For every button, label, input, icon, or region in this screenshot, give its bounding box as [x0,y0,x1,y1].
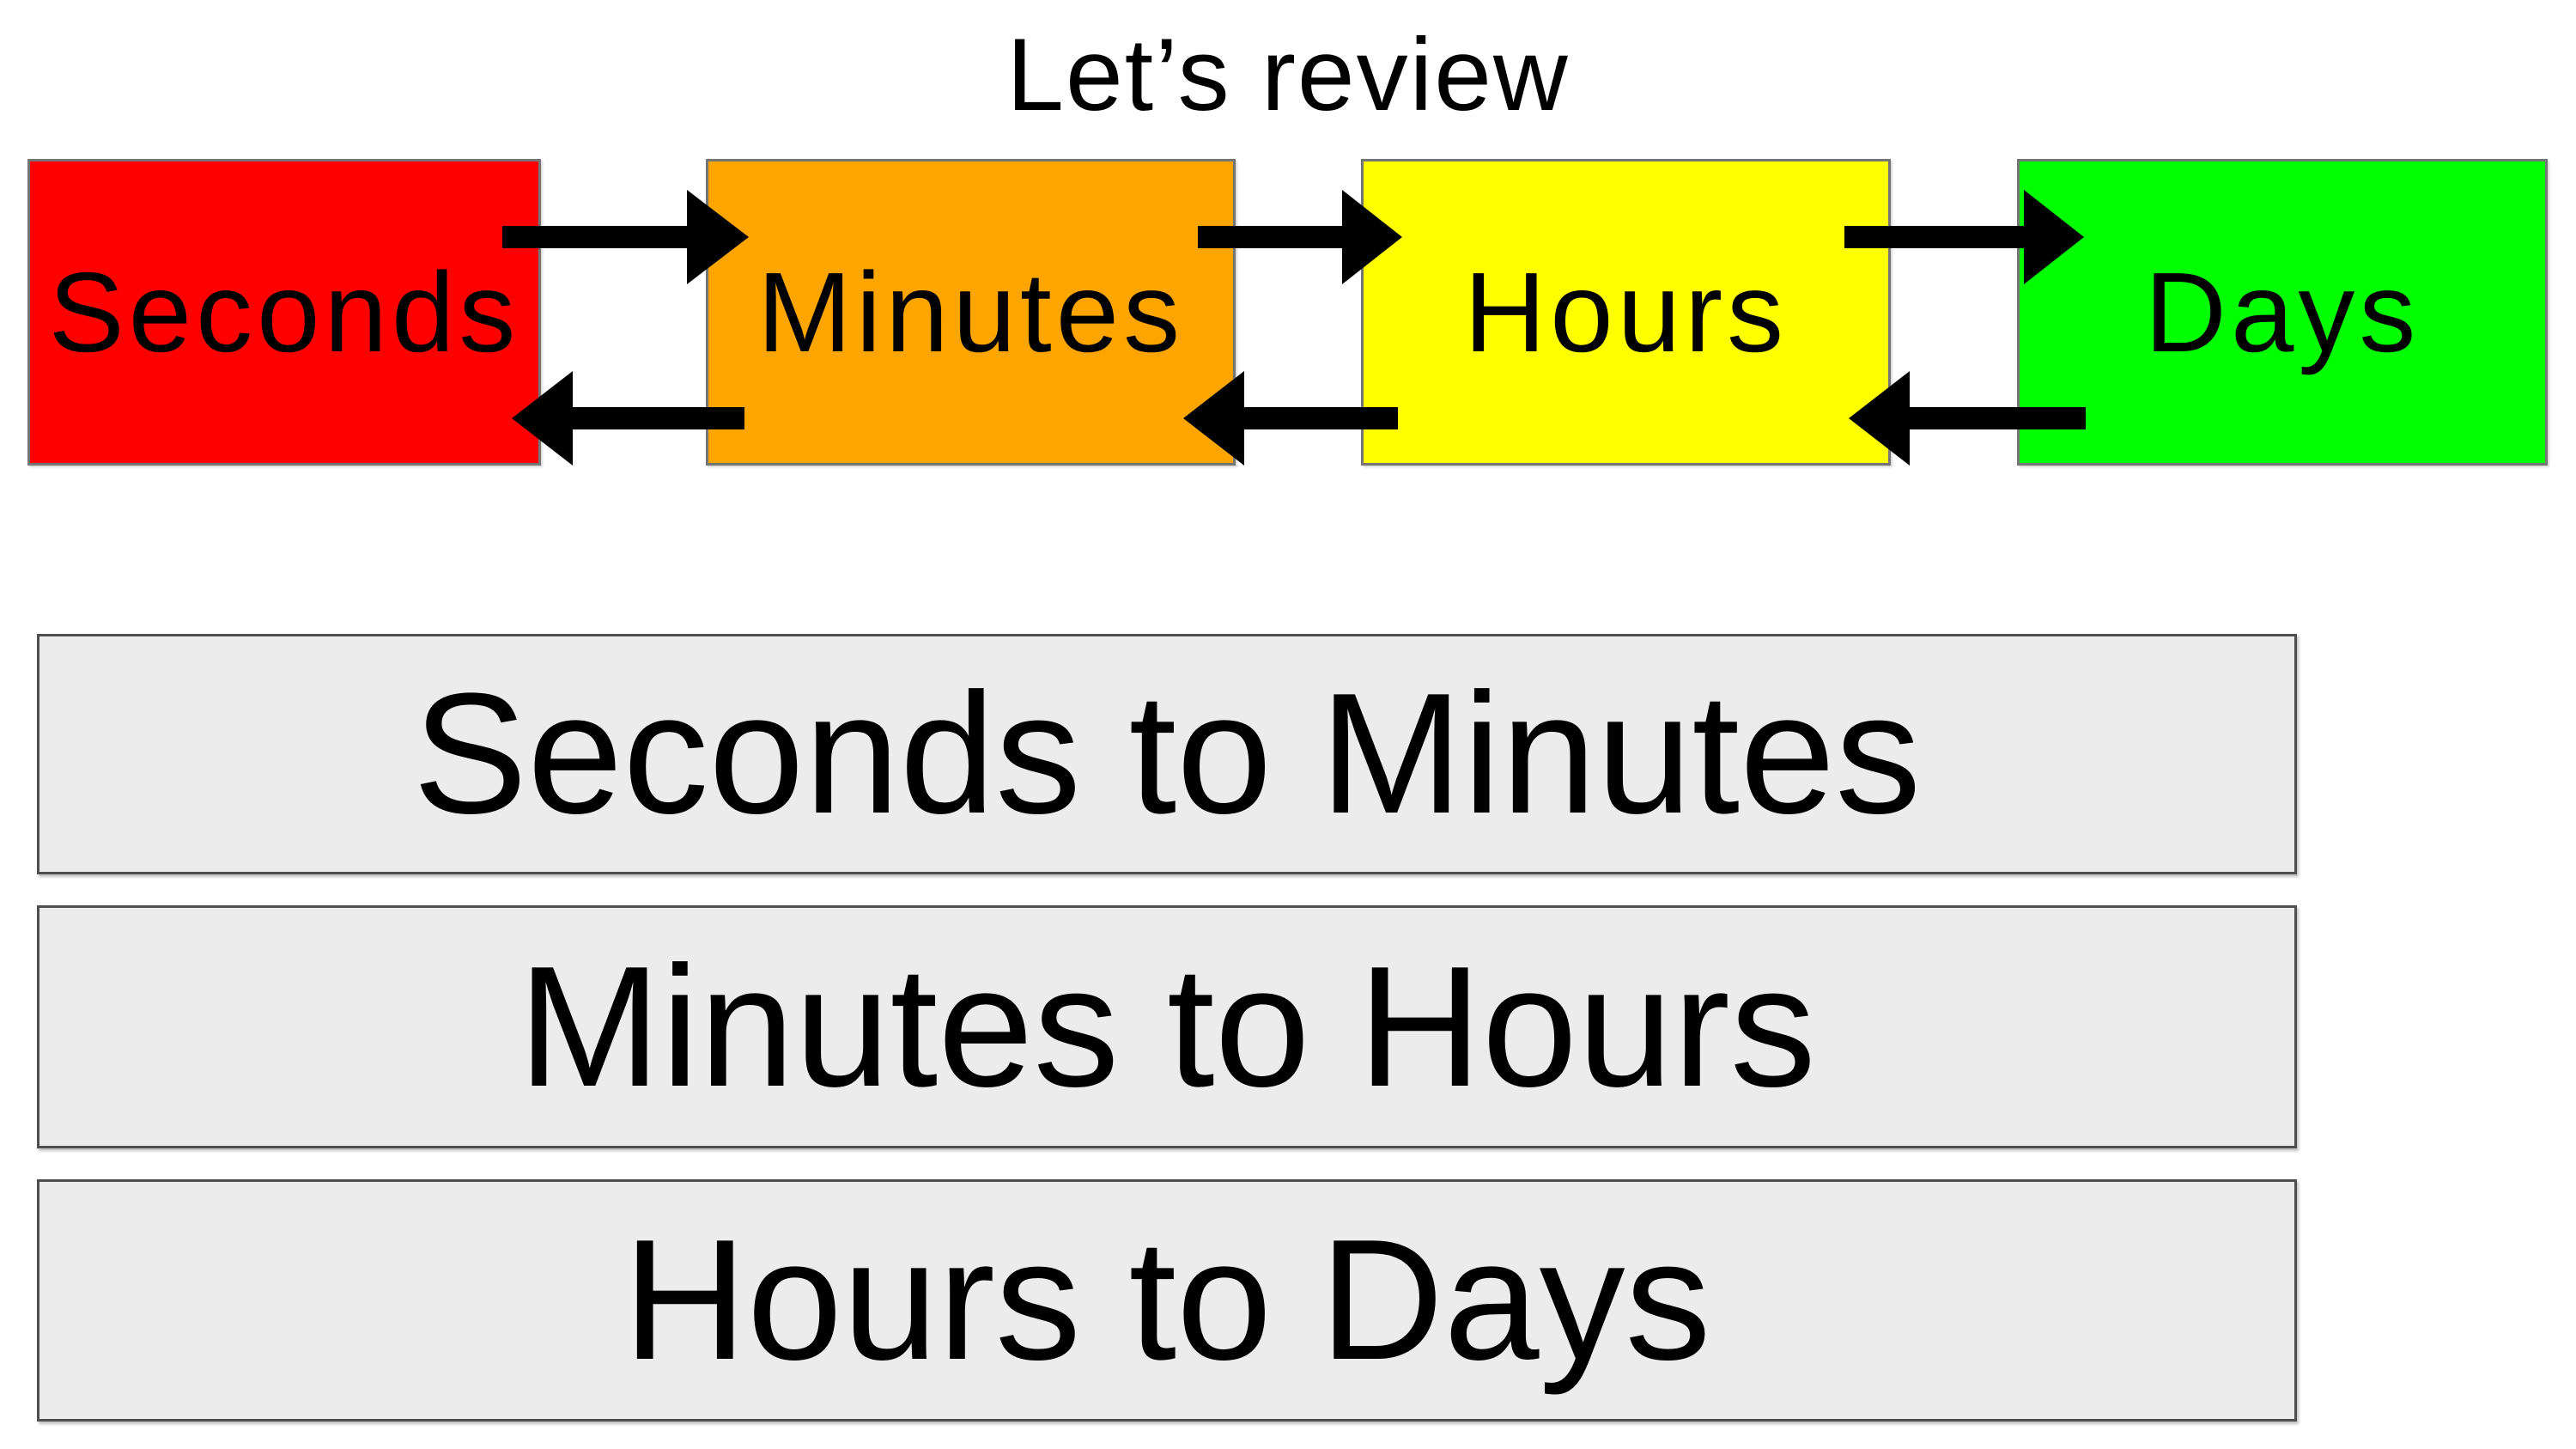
box-days-label: Days [2144,249,2421,375]
box-seconds-label: Seconds [48,249,520,375]
box-hours-label: Hours [1463,249,1789,375]
page-title: Let’s review [1006,17,1570,132]
hours-to-days-button-label: Hours to Days [623,1204,1711,1396]
minutes-to-hours-button[interactable]: Minutes to Hours [37,905,2297,1148]
minutes-to-hours-button-label: Minutes to Hours [518,930,1816,1123]
box-days: Days [2017,159,2548,466]
seconds-to-minutes-button-label: Seconds to Minutes [412,658,1922,849]
box-minutes: Minutes [706,159,1236,466]
hours-to-days-button[interactable]: Hours to Days [37,1179,2297,1422]
seconds-to-minutes-button[interactable]: Seconds to Minutes [37,634,2297,874]
box-hours: Hours [1361,159,1891,466]
box-minutes-label: Minutes [756,249,1185,375]
box-seconds: Seconds [27,159,541,466]
